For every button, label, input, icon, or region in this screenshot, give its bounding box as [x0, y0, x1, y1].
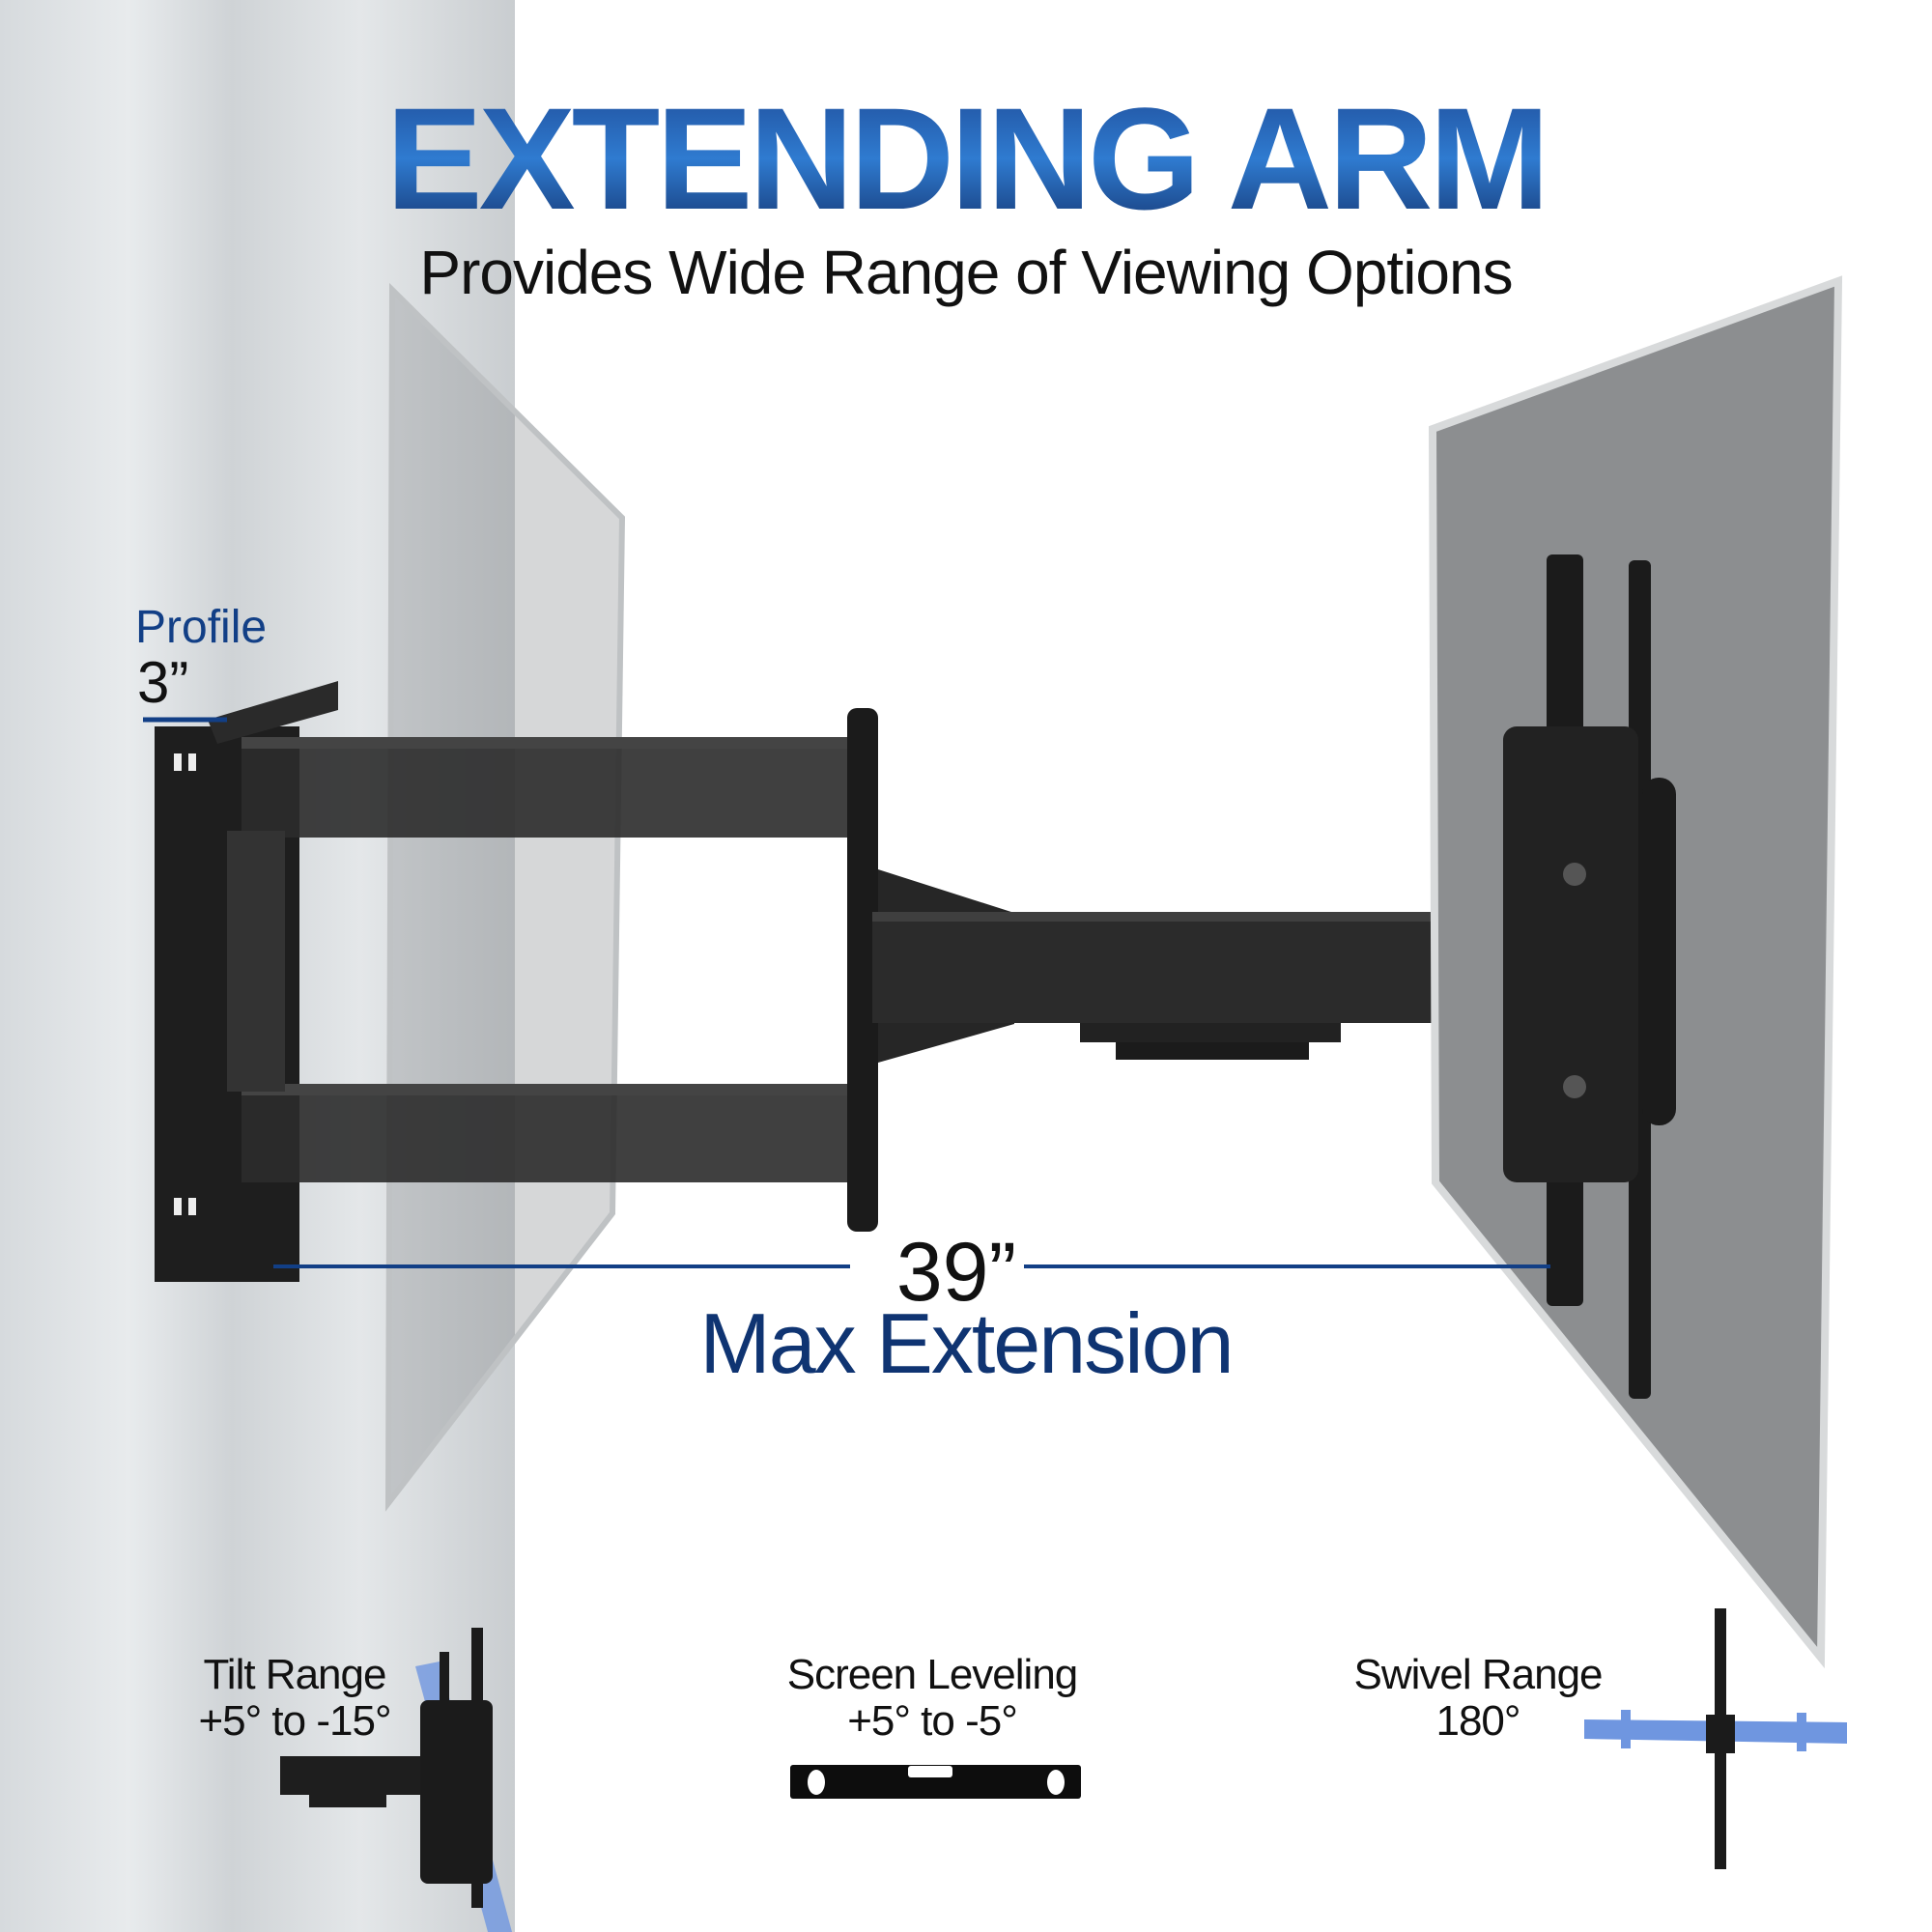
extension-value: 39”: [895, 1226, 1017, 1319]
feature-value: +5° to -5°: [847, 1697, 1018, 1745]
feature-value: +5° to -15°: [198, 1697, 391, 1745]
tv-bracket-plate: [1503, 726, 1638, 1182]
wall-plate-top: [208, 681, 338, 744]
feature-title: Swivel Range: [1353, 1651, 1603, 1698]
feature-title: Tilt Range: [203, 1651, 387, 1698]
feature-swivel: Swivel Range 180°: [1333, 1652, 1623, 1745]
swivel-range-icon: [1584, 1608, 1847, 1869]
page-title: EXTENDING ARM: [0, 75, 1932, 242]
tilt-range-icon: [280, 1628, 512, 1932]
profile-label: Profile: [135, 602, 268, 653]
page-subtitle: Provides Wide Range of Viewing Options: [419, 238, 1513, 307]
feature-tilt: Tilt Range +5° to -15°: [164, 1652, 425, 1745]
profile-value: 3”: [137, 650, 189, 715]
feature-title: Screen Leveling: [786, 1651, 1079, 1698]
extension-label: Max Extension: [699, 1295, 1234, 1391]
upper-arm: [242, 737, 850, 838]
elbow-joint: [847, 708, 878, 1232]
feature-value: 180°: [1435, 1697, 1520, 1745]
lower-arm: [242, 1084, 850, 1182]
feature-screen-leveling: Screen Leveling +5° to -5°: [753, 1652, 1111, 1745]
left-tv-screen: [384, 282, 626, 1512]
spirit-level-icon: [790, 1765, 1081, 1799]
